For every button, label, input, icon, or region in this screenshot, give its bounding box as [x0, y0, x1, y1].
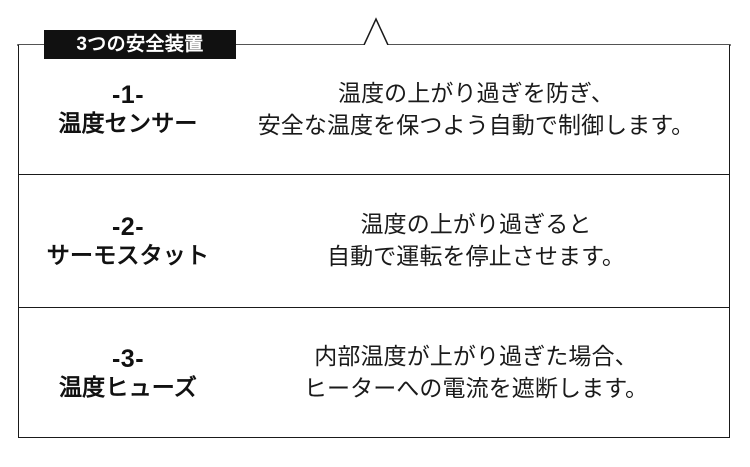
- feature-rows: -1- 温度センサー 温度の上がり過ぎを防ぎ、 安全な温度を保つよう自動で制御し…: [18, 45, 730, 438]
- feature-description-line: 温度の上がり過ぎると: [360, 211, 592, 238]
- header-tab-label: 3つの安全装置: [76, 34, 204, 55]
- feature-description: 温度の上がり過ぎると 自動で運転を停止させます。: [236, 209, 730, 272]
- feature-description-line: 内部温度が上がり過ぎた場合、: [314, 343, 638, 370]
- content-panel: [18, 45, 730, 438]
- feature-row: -3- 温度ヒューズ 内部温度が上がり過ぎた場合、 ヒーターへの電流を遮断します…: [18, 307, 730, 438]
- feature-device-name: 温度ヒューズ: [58, 373, 198, 400]
- feature-description-line: 安全な温度を保つよう自動で制御します。: [257, 111, 695, 138]
- header-tab: 3つの安全装置: [44, 30, 236, 59]
- feature-device-name: サーモスタット: [46, 241, 210, 268]
- feature-description: 温度の上がり過ぎを防ぎ、 安全な温度を保つよう自動で制御します。: [236, 78, 730, 141]
- feature-description-line: 温度の上がり過ぎを防ぎ、: [337, 79, 615, 106]
- feature-identity: -3- 温度ヒューズ: [18, 345, 236, 401]
- feature-number: -1-: [111, 81, 145, 110]
- feature-number: -3-: [111, 344, 145, 373]
- feature-device-name: 温度センサー: [58, 110, 198, 137]
- feature-description-line: ヒーターへの電流を遮断します。: [303, 375, 649, 401]
- feature-identity: -1- 温度センサー: [18, 81, 236, 137]
- feature-description-line: 自動で運転を停止させます。: [327, 243, 625, 269]
- feature-identity: -2- サーモスタット: [18, 213, 236, 269]
- feature-description: 内部温度が上がり過ぎた場合、 ヒーターへの電流を遮断します。: [236, 341, 730, 404]
- feature-number: -2-: [111, 212, 145, 241]
- feature-row: -1- 温度センサー 温度の上がり過ぎを防ぎ、 安全な温度を保つよう自動で制御し…: [18, 45, 730, 174]
- feature-row: -2- サーモスタット 温度の上がり過ぎると 自動で運転を停止させます。: [18, 174, 730, 307]
